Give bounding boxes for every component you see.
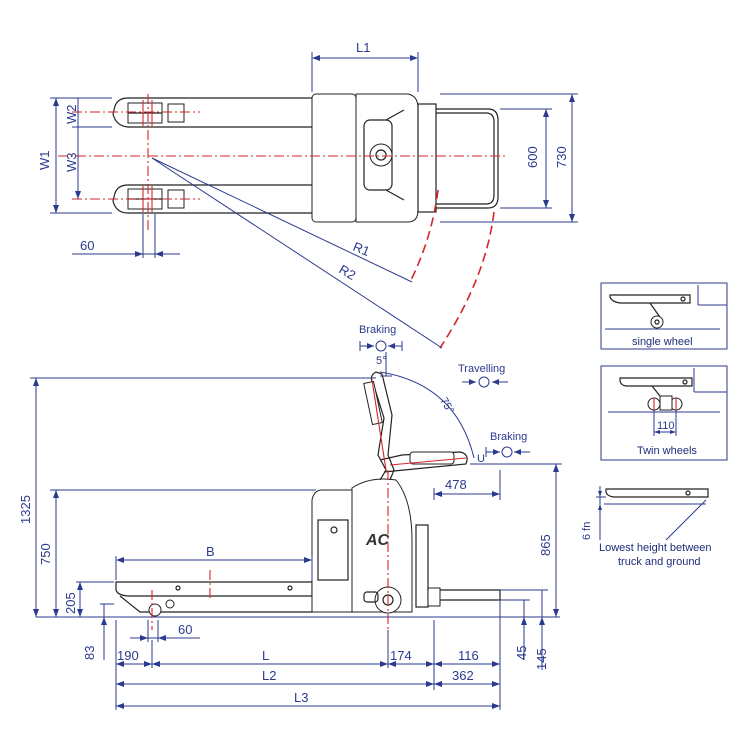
r1-leader [151, 157, 413, 283]
dim-60-side: 60 [178, 622, 192, 637]
dim-60-top: 60 [80, 238, 94, 253]
dim-w3: W3 [64, 153, 79, 173]
dim-600: 600 [525, 146, 540, 168]
side-truck-body [311, 478, 501, 614]
tiller-swing-arc [379, 371, 475, 459]
dim-r2: R2 [337, 262, 359, 283]
top-tiller-handle [436, 108, 499, 209]
dim-174: 174 [390, 648, 412, 663]
dim-l1: L1 [356, 40, 370, 55]
dim-145: 145 [534, 648, 549, 670]
top-fork-lower [112, 184, 312, 214]
braking-top-icon [359, 340, 403, 352]
turning-arc-r2 [439, 211, 495, 349]
dim-83: 83 [82, 646, 97, 660]
dim-1325: 1325 [18, 495, 33, 524]
label-braking-bottom: Braking [490, 431, 527, 443]
turning-arc-r1 [409, 189, 439, 283]
dim-w2: W2 [64, 105, 79, 125]
dim-730: 730 [554, 146, 569, 168]
braking-bottom-icon [485, 446, 530, 458]
dim-l2: L2 [262, 668, 276, 683]
dim-750: 750 [38, 543, 53, 565]
label-lowest-height-2: truck and ground [618, 556, 701, 568]
dim-110: 110 [657, 420, 675, 432]
dim-205: 205 [63, 592, 78, 614]
dim-lowest-height: 6 fn [581, 522, 593, 540]
dim-r1: R1 [351, 239, 372, 259]
label-single-wheel: single wheel [632, 336, 693, 348]
dim-b: B [206, 544, 215, 559]
label-travelling: Travelling [458, 363, 505, 375]
detail-lowest-height: 6 fn Lowest height between truck and gro… [581, 486, 712, 568]
svg-text:U: U [477, 453, 485, 465]
detail-twin-wheels: 110 Twin wheels [600, 365, 728, 461]
dim-190: 190 [117, 648, 139, 663]
dim-l3: L3 [294, 690, 308, 705]
label-braking-top: Braking [359, 324, 396, 336]
lowest-height-leader [665, 499, 707, 541]
fork-rollers-upper [127, 100, 185, 126]
label-lowest-height-1: Lowest height between [599, 542, 712, 554]
side-view: AC Braking 5° [18, 324, 562, 710]
brand-logo: AC [365, 532, 390, 549]
angle-5: 5° [376, 355, 387, 367]
detail-single-wheel: single wheel [600, 282, 728, 350]
top-fork-upper [112, 97, 312, 128]
dim-45: 45 [514, 646, 529, 660]
dim-478: 478 [445, 477, 467, 492]
r2-leader [151, 157, 443, 349]
dim-w1: W1 [37, 151, 52, 171]
dim-865: 865 [538, 534, 553, 556]
top-truck-body [311, 93, 437, 223]
dim-116: 116 [458, 648, 479, 663]
travelling-icon [462, 376, 508, 388]
label-twin-wheels: Twin wheels [637, 445, 697, 457]
side-fork [115, 581, 313, 617]
dim-l: L [262, 648, 269, 663]
dim-362: 362 [452, 668, 474, 683]
side-tiller [363, 371, 468, 481]
top-view: R1 R2 L1 W1 W2 W3 60 600 [37, 40, 578, 349]
